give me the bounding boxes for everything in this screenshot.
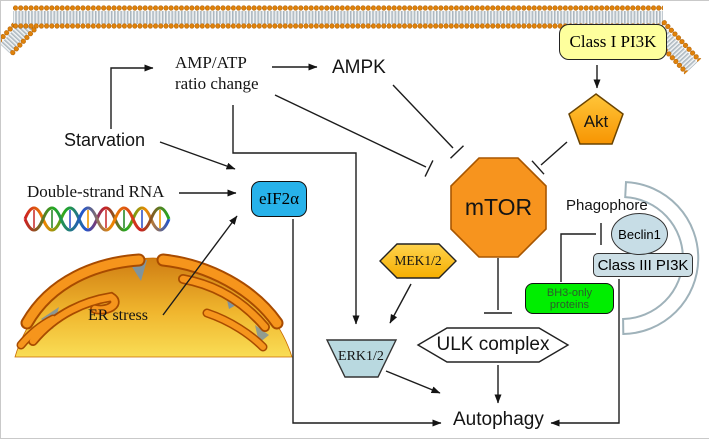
edges [110, 63, 620, 427]
akt-label: Akt [583, 112, 609, 131]
phagophore-label: Phagophore [566, 197, 648, 214]
mek-hexagon [379, 243, 457, 279]
edge-ampatp-erk [232, 105, 360, 325]
ampk-label: AMPK [332, 57, 386, 78]
autophagy-label: Autophagy [453, 409, 544, 430]
class1-pi3k-label: Class I PI3K [569, 32, 657, 51]
class1-pi3k-node: Class I PI3K [559, 24, 667, 60]
edge-mek-erk [389, 283, 412, 324]
beclin1-node: Beclin1 [611, 213, 668, 255]
edge-ampatp-mtor [274, 94, 427, 168]
er-ribbons [18, 255, 282, 350]
dsrna-rungs [33, 210, 161, 228]
er-illustration [14, 253, 293, 358]
er-stress-label: ER stress [88, 307, 148, 324]
dsrna-helix [23, 206, 171, 232]
edge-akt-mtor [540, 141, 568, 166]
class3-pi3k-node: Class III PI3K [593, 253, 693, 277]
beclin1-label: Beclin1 [618, 226, 661, 242]
plasma-membrane [13, 5, 663, 29]
erk-trapezoid [325, 339, 398, 378]
mek-label: MEK1/2 [394, 253, 442, 268]
edge-erstress-eif2a [162, 215, 238, 316]
tbar-ampk-mtor [450, 145, 464, 159]
ulk-label: ULK complex [436, 334, 550, 355]
edge-eif2a-autophagy [292, 219, 442, 427]
edge-bh3-beclin1 [560, 233, 596, 282]
bh3-node: BH3-only proteins [525, 283, 614, 314]
mtor-octagon [450, 157, 547, 258]
amp-atp-label-line2: ratio change [175, 74, 259, 93]
amp-atp-label-line1: AMP/ATP [175, 53, 247, 72]
edge-class3pi3k-autophagy [550, 279, 620, 427]
edge-starvation-ampatp [110, 64, 154, 129]
bh3-label: BH3-only proteins [546, 286, 593, 311]
starvation-label: Starvation [64, 130, 146, 150]
phagophore-arc [622, 181, 700, 336]
eif2a-label: eIF2α [258, 189, 300, 208]
edge-ampk-mtor [392, 84, 454, 149]
akt-pentagon [568, 93, 624, 145]
tbar-ampatp-mtor [424, 160, 434, 177]
mtor-label: mTOR [464, 194, 533, 220]
dsrna-label: Double-strand RNA [27, 182, 165, 201]
tbar-akt-mtor [531, 160, 545, 175]
class3-pi3k-label: Class III PI3K [597, 256, 689, 274]
edge-erk-autophagy [385, 370, 441, 394]
eif2a-node: eIF2α [251, 181, 307, 217]
erk-label: ERK1/2 [338, 349, 384, 364]
ulk-hexagon [416, 327, 570, 363]
dsrna-strand-2 [23, 206, 171, 232]
edge-starvation-eif2a [159, 141, 236, 170]
